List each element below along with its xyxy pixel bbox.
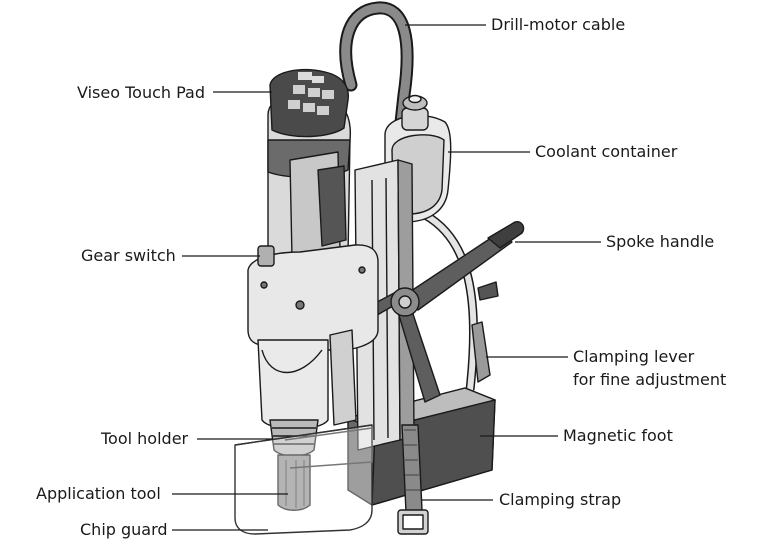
label-magnetic-foot: Magnetic foot [563, 426, 673, 445]
label-viseo-touch-pad: Viseo Touch Pad [77, 83, 205, 102]
label-spoke-handle: Spoke handle [606, 232, 715, 251]
label-tool-holder: Tool holder [101, 429, 189, 448]
coolant-cap [401, 107, 429, 131]
label-drill-motor-cable: Drill-motor cable [491, 15, 626, 34]
spindle-housing [257, 339, 329, 430]
label-chip-guard: Chip guard [80, 520, 168, 539]
label-clamping-lever: Clamping lever for fine adjustment [573, 347, 726, 389]
back-arc-rail [422, 211, 478, 391]
clamping-strap [401, 424, 423, 513]
label-gear-switch: Gear switch [81, 246, 176, 265]
label-clamping-lever-line1: Clamping lever [573, 347, 695, 366]
clamping-lever [471, 321, 491, 383]
drill-illustration [234, 1, 525, 535]
label-application-tool: Application tool [36, 484, 161, 503]
leader-lines [172, 24, 601, 531]
gear-housing [247, 244, 379, 352]
gear-switch [257, 245, 275, 267]
label-clamping-strap: Clamping strap [499, 490, 622, 509]
chip-guard [234, 424, 373, 535]
label-coolant-container: Coolant container [535, 142, 678, 161]
label-clamping-lever-line2: for fine adjustment [573, 370, 727, 389]
